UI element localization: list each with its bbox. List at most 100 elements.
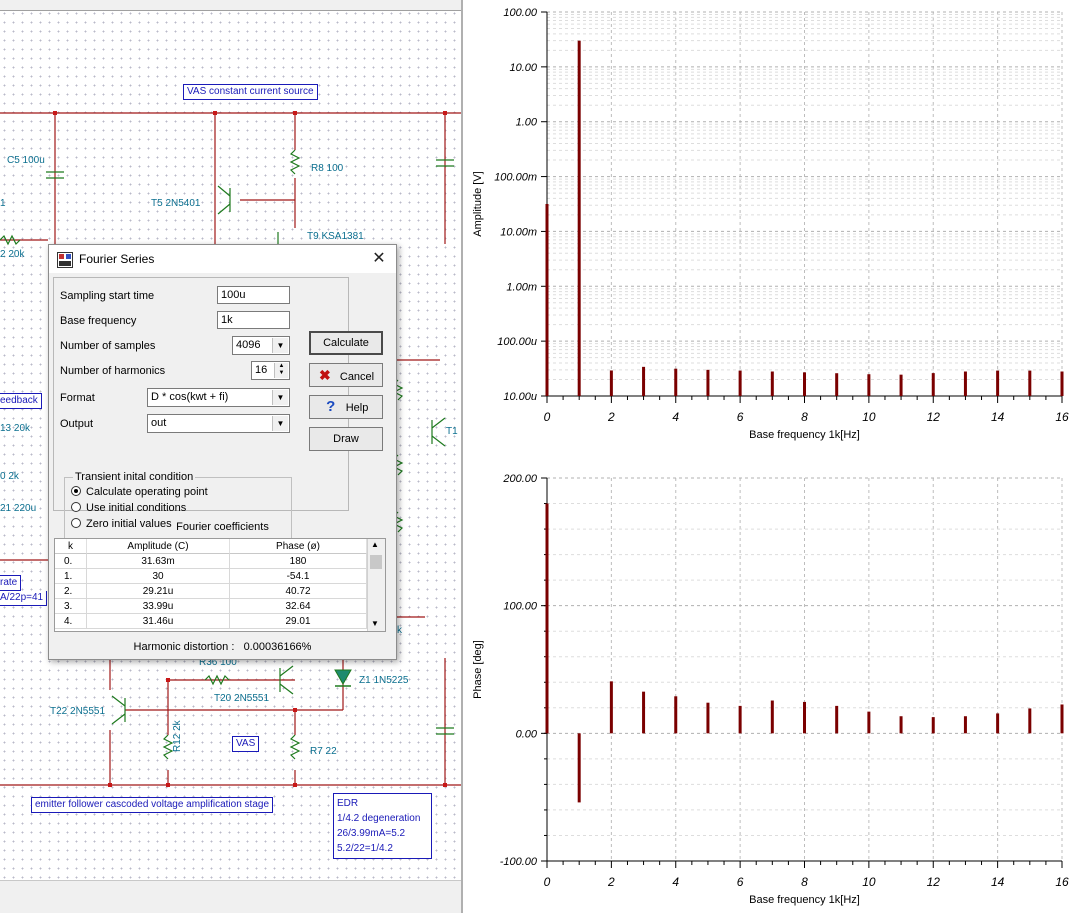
spinner-arrows-icon[interactable]: ▲▼ [274,363,288,378]
x-tick-label: 4 [672,410,679,424]
label-t22: T22 2N5551 [50,706,106,717]
note-rate-2[interactable]: A/22p=41 [0,591,48,606]
x-tick-label: 6 [737,875,744,889]
y-axis-title: Amplitude [V] [472,171,484,236]
note-vas[interactable]: VAS [232,736,260,752]
spectrum-bar [545,503,549,734]
radio-label: Use initial conditions [86,502,187,514]
base-frequency-label: Base frequency [60,315,137,327]
spectrum-bar [738,705,742,734]
fourier-coefficients-title: Fourier coefficients [176,521,269,533]
scroll-thumb[interactable] [370,555,382,569]
scroll-up-icon[interactable]: ▲ [371,540,379,549]
x-tick-label: 10 [862,410,876,424]
num-harmonics-spinner[interactable]: 16 ▲▼ [251,361,290,380]
edr-line-4: 5.2/22=1/4.2 [337,843,393,854]
radio-zero-initial-values[interactable]: Zero initial values [71,518,172,532]
format-select[interactable]: D * cos(kwt + fi) ▼ [147,388,290,407]
calculate-button[interactable]: Calculate [309,331,383,355]
radio-calc-operating-point[interactable]: Calculate operating point [71,486,208,500]
spectrum-bar [642,691,646,734]
label-r22: 2 20k [0,249,25,260]
x-tick-label: 8 [801,410,808,424]
x-tick-label: 12 [927,875,941,889]
draw-button-label: Draw [333,433,359,445]
cancel-button[interactable]: ✖Cancel [309,363,383,387]
spectrum-bar [996,713,1000,734]
transient-condition-title: Transient inital condition [73,471,196,483]
base-frequency-input[interactable]: 1k [217,311,290,329]
settings-group: Sampling start time 100u Base frequency … [53,277,349,542]
x-tick-label: 0 [544,410,551,424]
output-select[interactable]: out ▼ [147,414,290,433]
chevron-down-icon[interactable]: ▼ [272,338,288,353]
table-cell-amplitude: 31.46u [87,614,230,629]
table-cell-phase: -54.1 [230,569,367,584]
close-icon[interactable]: ✕ [372,250,386,267]
table-cell-k: 4. [55,614,87,629]
table-cell-k: 0. [55,554,87,569]
note-vas-ccs[interactable]: VAS constant current source [183,84,318,100]
sampling-start-input[interactable]: 100u [217,286,290,304]
label-one: 1 [0,198,6,209]
spectrum-bar [867,711,871,734]
spectrum-bar [931,373,935,396]
num-samples-value: 4096 [236,339,261,351]
spectrum-bar [963,716,967,734]
spectrum-bar [835,705,839,734]
radio-icon[interactable] [71,502,81,513]
spectrum-bar [899,374,903,396]
num-samples-label: Number of samples [60,340,156,352]
table-cell-phase: 180 [230,554,367,569]
table-cell-k: 3. [55,599,87,614]
spectrum-bar [674,696,678,734]
radio-use-initial-conditions[interactable]: Use initial conditions [71,502,186,516]
edr-line-1: EDR [337,798,359,809]
x-tick-label: 16 [1055,410,1069,424]
help-button[interactable]: ? Help [309,395,383,419]
help-question-icon: ? [326,398,336,415]
chevron-down-icon[interactable]: ▼ [272,416,288,431]
table-cell-k: 1. [55,569,87,584]
table-header-amplitude: Amplitude (C) [87,539,230,554]
x-tick-label: 16 [1055,875,1069,889]
x-tick-label: 6 [737,410,744,424]
label-t9: T9 KSA1381 [307,231,364,242]
num-harmonics-value: 16 [255,364,268,376]
x-tick-label: 14 [991,410,1005,424]
pane-splitter[interactable] [461,0,463,913]
num-samples-select[interactable]: 4096 ▼ [232,336,290,355]
scroll-down-icon[interactable]: ▼ [371,619,379,628]
radio-label: Calculate operating point [86,486,208,498]
label-t1: T1 [446,426,458,437]
x-axis-title: Base frequency 1k[Hz] [749,894,860,906]
label-r10: 0 2k [0,471,19,482]
edr-line-3: 26/3.99mA=5.2 [337,828,406,839]
note-rate[interactable]: rate [0,575,22,591]
edr-line-2: 1/4.2 degeneration [337,813,421,824]
coefficients-table[interactable]: k Amplitude (C) Phase (ø) 0. 31.63m 180 … [54,538,386,632]
spectrum-bar [835,373,839,396]
x-tick-label: 10 [862,875,876,889]
x-tick-label: 4 [672,875,679,889]
chevron-down-icon[interactable]: ▼ [272,390,288,405]
radio-selected-icon[interactable] [71,486,81,497]
label-z1: Z1 1N5225 [359,675,409,686]
spectrum-bar [803,372,806,396]
help-button-label: Help [345,402,369,414]
note-efc[interactable]: emitter follower cascoded voltage amplif… [31,797,274,813]
note-edr[interactable]: EDR 1/4.2 degeneration 26/3.99mA=5.2 5.2… [333,793,432,859]
table-scrollbar[interactable]: ▲ ▼ [367,539,385,631]
radio-icon[interactable] [71,518,81,529]
y-tick-label: 0.00 [516,728,538,740]
spectrum-bar [706,702,710,734]
num-harmonics-label: Number of harmonics [60,365,166,377]
draw-button[interactable]: Draw [309,427,383,451]
spectrum-bar [674,368,678,396]
note-feedback[interactable]: eedback [0,393,42,409]
dialog-titlebar[interactable]: Fourier Series ✕ [49,245,396,273]
y-tick-label: 100.00m [494,172,537,184]
horizontal-scrollbar[interactable] [0,880,461,913]
